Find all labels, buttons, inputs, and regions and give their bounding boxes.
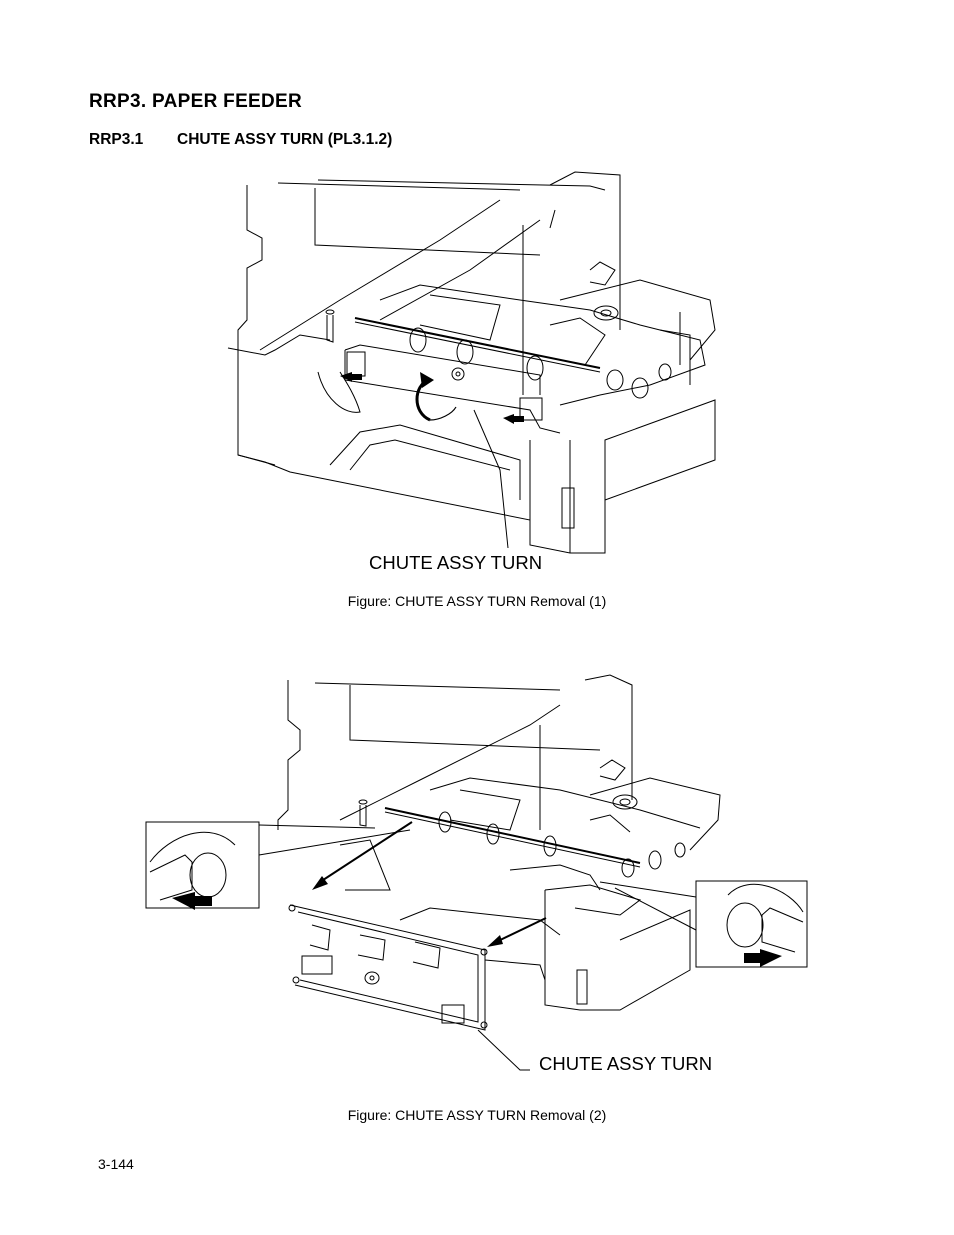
subsection-title: CHUTE ASSY TURN (PL3.1.2) [177, 131, 393, 148]
subsection-number: RRP3.1 [89, 131, 144, 148]
figure-1-illustration: CHUTE ASSY TURN [227, 171, 716, 573]
page-number: 3-144 [98, 1156, 134, 1172]
figure-1-caption: Figure: CHUTE ASSY TURN Removal (1) [347, 593, 607, 609]
subsection-heading: RRP3.1 CHUTE ASSY TURN (PL3.1.2) [89, 131, 392, 149]
figure-2-caption: Figure: CHUTE ASSY TURN Removal (2) [347, 1107, 607, 1123]
figure-2-illustration: CHUTE ASSY TURN [0, 650, 954, 1090]
figure-2-callout: CHUTE ASSY TURN [539, 1053, 713, 1074]
figure-1-callout: CHUTE ASSY TURN [369, 552, 543, 573]
section-title: RRP3. PAPER FEEDER [89, 91, 303, 112]
